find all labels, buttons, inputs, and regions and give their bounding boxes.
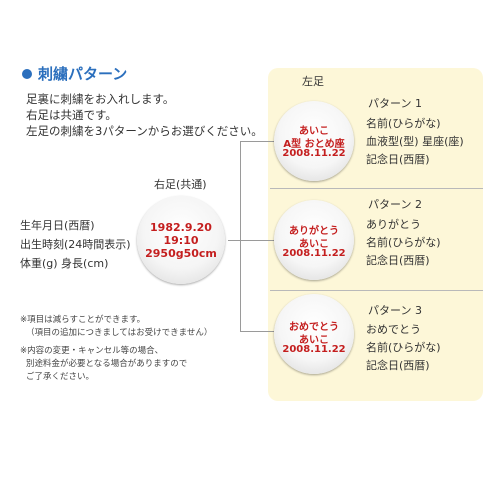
pattern-2-item: 記念日(西暦): [366, 254, 430, 267]
embroidery-line: 2008.11.22: [282, 248, 346, 259]
connector-line: [240, 141, 241, 332]
pattern-divider: [270, 290, 483, 291]
embroidery-line: あいこ: [299, 126, 329, 137]
note-line: （項目の追加につきましてはお受けできません）: [26, 328, 213, 338]
note-line: 別途料金が必要となる場合がありますので: [26, 359, 188, 369]
pattern-3-item: 記念日(西暦): [366, 359, 430, 372]
embroidery-line: あいこ: [299, 335, 329, 346]
pattern-1-item: 名前(ひらがな): [366, 117, 441, 130]
intro-line: 右足は共通です。: [26, 108, 117, 122]
pattern-2-embroidery-sample: ありがとう あいこ 2008.11.22: [274, 200, 354, 280]
connector-line: [240, 331, 274, 332]
left-foot-heading: 左足: [302, 75, 324, 88]
connector-line: [240, 141, 274, 142]
note-line: ※項目は減らすことができます。: [20, 315, 146, 325]
connector-line: [228, 240, 240, 241]
pattern-2-title: パターン 2: [368, 198, 422, 211]
right-foot-embroidery-sample: 1982.9.20 19:10 2950g50cm: [137, 196, 225, 284]
pattern-3-title: パターン 3: [368, 304, 422, 317]
pattern-2-item: 名前(ひらがな): [366, 236, 441, 249]
pattern-divider: [270, 188, 483, 189]
right-foot-label: 生年月日(西暦): [20, 219, 95, 232]
embroidery-line: ありがとう: [289, 226, 339, 237]
pattern-3-embroidery-sample: おめでとう あいこ 2008.11.22: [274, 294, 354, 374]
embroidery-line: おめでとう: [289, 322, 339, 333]
embroidery-line: 1982.9.20: [150, 221, 212, 234]
right-foot-label: 体重(g) 身長(cm): [20, 257, 109, 270]
heading-bullet-icon: [22, 69, 32, 79]
pattern-1-embroidery-sample: あいこ A型 おとめ座 2008.11.22: [274, 101, 354, 181]
embroidery-line: 2950g50cm: [145, 247, 217, 260]
pattern-2-item: ありがとう: [366, 218, 421, 231]
embroidery-line: あいこ: [299, 239, 329, 250]
intro-line: 足裏に刺繍をお入れします。: [26, 92, 175, 106]
embroidery-line: 2008.11.22: [282, 344, 346, 355]
intro-line: 左足の刺繍を3パターンからお選びください。: [26, 124, 263, 138]
pattern-3-item: おめでとう: [366, 323, 421, 336]
pattern-1-item: 血液型(型) 星座(座): [366, 135, 464, 148]
page-title: 刺繍パターン: [38, 65, 128, 83]
pattern-3-item: 名前(ひらがな): [366, 341, 441, 354]
embroidery-line: 2008.11.22: [282, 148, 346, 159]
embroidery-line: 19:10: [163, 234, 199, 247]
pattern-1-item: 記念日(西暦): [366, 153, 430, 166]
pattern-1-title: パターン 1: [368, 97, 422, 110]
note-line: ※内容の変更・キャンセル等の場合、: [20, 346, 164, 356]
right-foot-label: 出生時刻(24時間表示): [20, 238, 131, 251]
embroidery-line: A型 おとめ座: [283, 139, 345, 150]
right-foot-heading: 右足(共通): [154, 178, 207, 191]
connector-line: [240, 240, 274, 241]
note-line: ご了承ください。: [26, 372, 95, 382]
